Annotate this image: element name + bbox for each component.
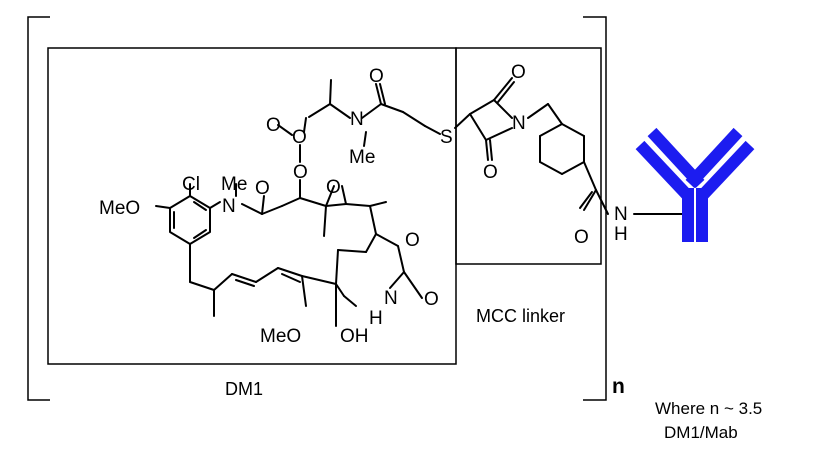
left-bracket [27,16,50,401]
atom-h-carbamate: H [369,308,383,329]
atom-o-ester-linker: O [293,162,308,183]
atom-n-succinimide: N [512,113,526,134]
mcc-linker-box [455,47,602,265]
n-subscript: n [612,375,625,398]
atom-me-amide: Me [221,174,247,195]
atom-o-amide: O [255,178,270,199]
atom-o-ester: O [292,127,307,148]
atom-meo-aryl: MeO [99,198,140,219]
atom-n-methylalanine: N [350,109,364,130]
atom-n-amide: N [222,196,236,217]
atom-s-thioether: S [440,127,453,148]
atom-me-n-methylalanine: Me [349,147,375,168]
atom-cl: Cl [182,174,200,195]
right-bracket [583,16,607,401]
atom-o-linker-amide: O [574,227,589,248]
atom-o-carbamate-ring: O [405,230,420,251]
atom-o-succinimide-bottom: O [483,162,498,183]
mcc-linker-structure [454,77,609,215]
atom-o-ester-carbonyl: O [266,115,281,136]
atom-o-carbamate-carbonyl: O [424,289,439,310]
atom-meo-chain: MeO [260,326,301,347]
antibody-icon [635,127,755,242]
atom-o-succinimide-top: O [511,62,526,83]
dm1-label: DM1 [225,379,263,399]
ratio-label-line2: DM1/Mab [664,423,738,442]
ratio-label-line1: Where n ~ 3.5 [655,399,762,418]
atom-h-linker-amide: H [614,224,628,245]
atom-oh: OH [340,326,369,347]
atom-n-carbamate: N [384,288,398,309]
atom-o-epoxide: O [326,177,341,198]
atom-o-amide-carbonyl: O [369,66,384,87]
mcc-linker-label: MCC linker [476,306,565,326]
atom-n-linker-amide: N [614,204,628,225]
dm1-structure [155,79,441,327]
